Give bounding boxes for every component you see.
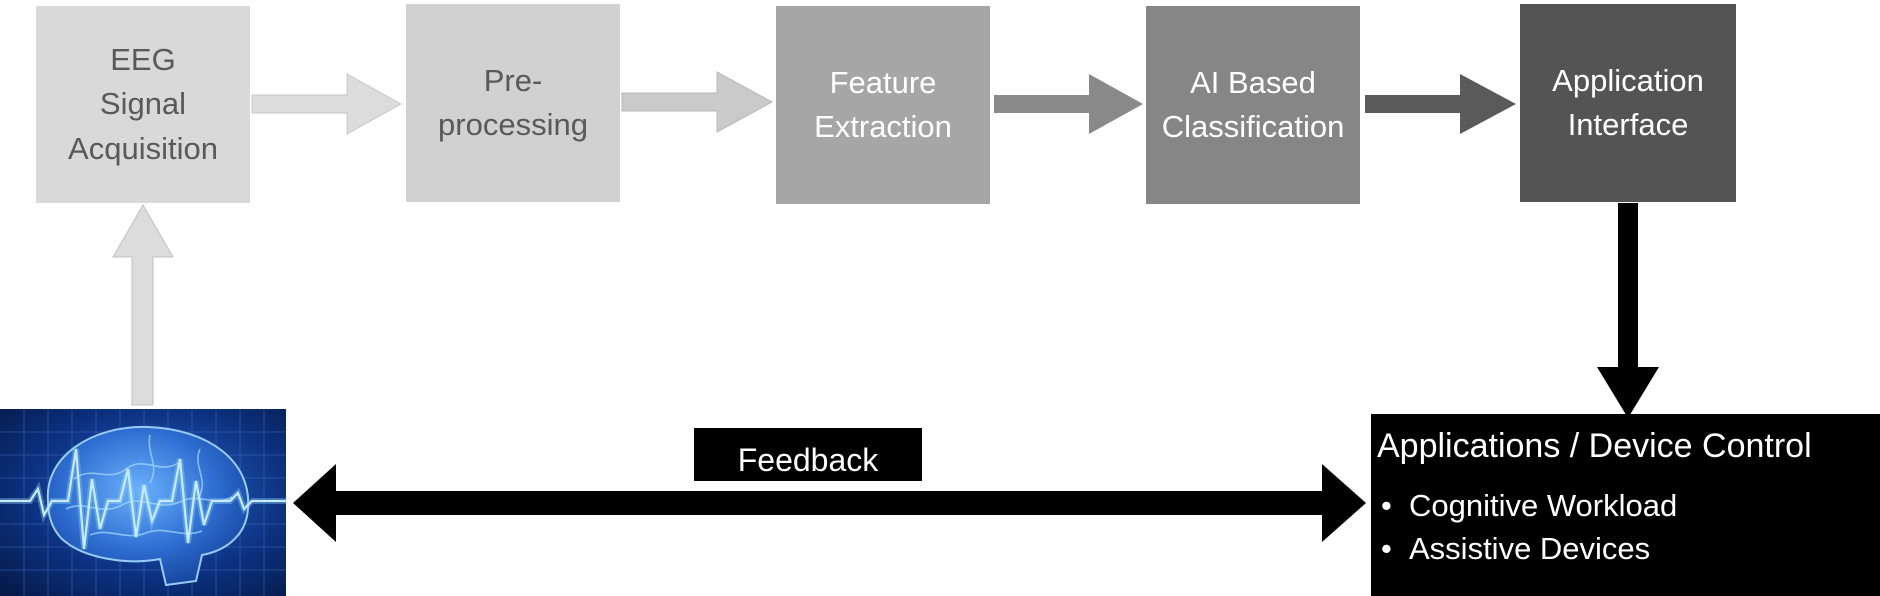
step-eeg-signal-acquisition: EEG Signal Acquisition [36, 6, 250, 203]
list-item: • Assistive Devices [1377, 527, 1880, 570]
feedback-double-arrow [293, 464, 1366, 542]
step-label: EEG Signal Acquisition [68, 42, 218, 166]
step-label: Application Interface [1552, 62, 1704, 142]
step-feature-extraction: Feature Extraction [776, 6, 990, 204]
arrow-feature-extraction-to-classification [994, 74, 1143, 134]
applications-title: Applications / Device Control [1377, 427, 1812, 465]
step-label: Feature Extraction [814, 64, 952, 144]
applications-device-control-box: Applications / Device Control • Cognitiv… [1371, 414, 1880, 596]
bullet-icon: • [1381, 531, 1392, 567]
step-label: AI Based Classification [1161, 64, 1345, 144]
step-application-interface: Application Interface [1520, 4, 1736, 202]
list-item: • Cognitive Workload [1377, 484, 1880, 527]
arrow-preprocessing-to-feature-extraction [621, 71, 774, 133]
arrow-interface-to-applications [1597, 203, 1659, 418]
list-item-text: Cognitive Workload [1409, 488, 1678, 524]
brain-eeg-icon [0, 409, 286, 596]
feedback-label: Feedback [694, 428, 922, 481]
feedback-text: Feedback [737, 442, 879, 478]
step-label: Pre- processing [438, 62, 588, 142]
step-preprocessing: Pre- processing [406, 4, 620, 202]
arrow-classification-to-interface [1365, 74, 1516, 134]
arrow-acquisition-to-preprocessing [251, 73, 403, 135]
step-ai-based-classification: AI Based Classification [1146, 6, 1360, 204]
list-item-text: Assistive Devices [1409, 531, 1651, 567]
bullet-icon: • [1381, 488, 1392, 524]
applications-list: • Cognitive Workload • Assistive Devices [1377, 484, 1880, 570]
arrow-brain-to-acquisition [112, 203, 174, 406]
